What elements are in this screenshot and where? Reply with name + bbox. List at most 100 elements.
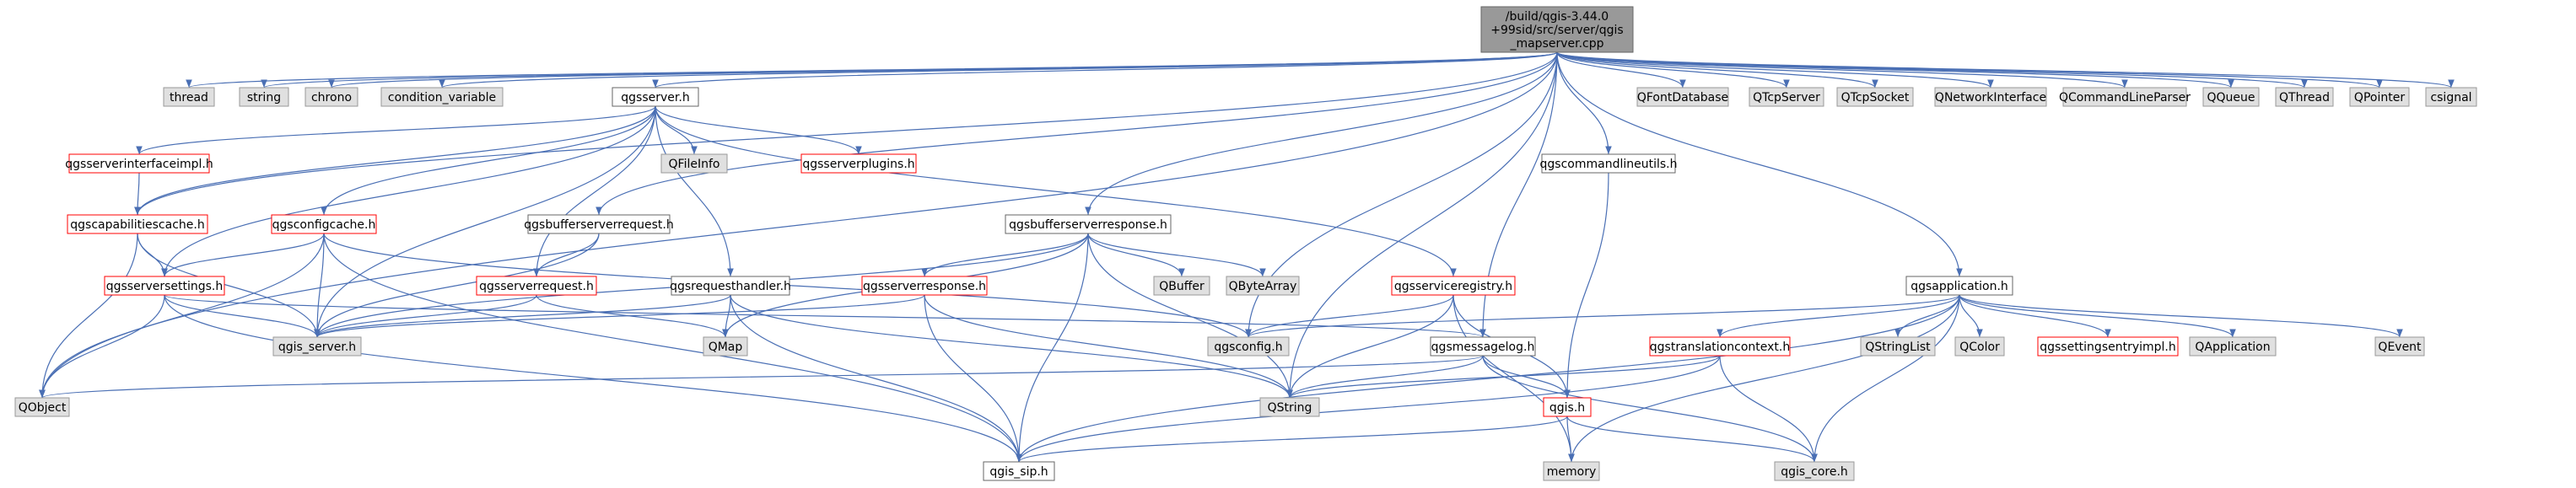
edge-qgsrequesthandler_h-to-qgis_server_h bbox=[314, 294, 731, 338]
node-label: qgsconfigcache.h bbox=[272, 218, 376, 232]
node-qgsserverresponse-h[interactable]: qgsserverresponse.h bbox=[861, 276, 988, 296]
edge-qgsconfigcache_h-to-qgsserversettings_h bbox=[161, 233, 325, 277]
edge-qgsmessagelog_h-to-qgis_core_h bbox=[1482, 355, 1818, 463]
node-box bbox=[983, 461, 1055, 481]
edge-root-to-qgsapplication_h bbox=[1556, 51, 1963, 277]
node-label: QFileInfo bbox=[669, 158, 720, 171]
edge-root-to-QString bbox=[1286, 51, 1558, 399]
node-box bbox=[1391, 276, 1516, 296]
edge-qgsserviceregistry_h-to-qgsconfig_h bbox=[1245, 294, 1454, 338]
edge-qgstranslationcontext_h-to-QString bbox=[1286, 355, 1721, 399]
node-label: QTcpSocket bbox=[1841, 91, 1910, 105]
node-qgsconfigcache-h[interactable]: qgsconfigcache.h bbox=[271, 214, 377, 234]
node-qgsserviceregistry-h[interactable]: qgsserviceregistry.h bbox=[1391, 276, 1516, 296]
node-qgscommandlineutils-h[interactable]: qgscommandlineutils.h bbox=[1540, 153, 1678, 174]
node-label: _mapserver.cpp bbox=[1509, 37, 1603, 51]
node-qgis-server-h: qgis_server.h bbox=[272, 336, 362, 357]
edge-qgsserver_h-to-qgsserverplugins_h bbox=[655, 105, 862, 155]
node-box bbox=[2189, 336, 2277, 357]
node-qgsbufferserverrequest-h[interactable]: qgsbufferserverrequest.h bbox=[524, 214, 674, 234]
node-box bbox=[800, 153, 917, 174]
edge-qgstranslationcontext_h-to-qgis_sip_h bbox=[1016, 355, 1721, 463]
node-box bbox=[271, 214, 377, 234]
node-box bbox=[67, 214, 208, 234]
node-qgsapplication-h[interactable]: qgsapplication.h bbox=[1905, 276, 2013, 296]
node-box bbox=[1543, 461, 1600, 481]
node-qgsserver-h[interactable]: qgsserver.h bbox=[612, 87, 699, 107]
node-box bbox=[304, 87, 358, 107]
node-label: qgscommandlineutils.h bbox=[1540, 158, 1678, 171]
node-label: QThread bbox=[2279, 91, 2330, 105]
node-qgis-h[interactable]: qgis.h bbox=[1543, 397, 1592, 417]
node-label: QCommandLineParser bbox=[2059, 91, 2191, 105]
node-box bbox=[1954, 336, 2005, 357]
node-qgis-sip-h[interactable]: qgis_sip.h bbox=[983, 461, 1055, 481]
node-QFontDatabase: QFontDatabase bbox=[1636, 87, 1729, 107]
node-qgsbufferserverresponse-h[interactable]: qgsbufferserverresponse.h bbox=[1005, 214, 1172, 234]
edge-qgsserversettings_h-to-QObject bbox=[39, 294, 165, 399]
node-qgstranslationcontext-h[interactable]: qgstranslationcontext.h bbox=[1649, 336, 1791, 357]
node-qgsserversettings-h[interactable]: qgsserversettings.h bbox=[104, 276, 225, 296]
edge-qgsapplication_h-to-qgssettingsentryimpl_h bbox=[1959, 294, 2111, 338]
node-QBuffer: QBuffer bbox=[1153, 276, 1210, 296]
edge-qgsmessagelog_h-to-QObject bbox=[39, 355, 1484, 399]
node-label: QNetworkInterface bbox=[1935, 91, 2046, 105]
node-qgscapabilitiescache-h[interactable]: qgscapabilitiescache.h bbox=[67, 214, 208, 234]
node-qgsserverplugins-h[interactable]: qgsserverplugins.h bbox=[800, 153, 917, 174]
edge-root-to-QCommandLineParser bbox=[1556, 51, 2128, 88]
node-label: qgis_sip.h bbox=[989, 465, 1048, 479]
node-QString: QString bbox=[1259, 397, 1320, 417]
edge-qgsserviceregistry_h-to-memory bbox=[1452, 294, 1575, 463]
node-QObject: QObject bbox=[14, 397, 70, 417]
node-label: thread bbox=[170, 91, 208, 105]
node-box bbox=[1541, 153, 1676, 174]
edge-root-to-QTcpServer bbox=[1556, 51, 1790, 88]
node-box bbox=[476, 276, 597, 296]
node-label: qgsserver.h bbox=[621, 91, 689, 105]
node-QColor: QColor bbox=[1954, 336, 2005, 357]
node-box bbox=[1430, 336, 1536, 357]
node-label: +99sid/src/server/qgis bbox=[1490, 24, 1623, 37]
node-QThread: QThread bbox=[2275, 87, 2334, 107]
edge-qgsserver_h-to-qgis_server_h bbox=[314, 105, 656, 338]
edge-qgsmessagelog_h-to-qgis_h bbox=[1482, 355, 1571, 399]
edge-root-to-qgscommandlineutils_h bbox=[1556, 51, 1612, 155]
node-qgsmessagelog-h[interactable]: qgsmessagelog.h bbox=[1430, 336, 1536, 357]
node-box bbox=[1207, 336, 1290, 357]
node-label: QBuffer bbox=[1159, 280, 1204, 293]
node-box bbox=[2062, 87, 2187, 107]
node-label: qgis_core.h bbox=[1781, 465, 1848, 479]
edge-root-to-condition_variable bbox=[439, 51, 1558, 88]
node-QCommandLineParser: QCommandLineParser bbox=[2059, 87, 2191, 107]
node-box bbox=[1905, 276, 2013, 296]
node-QTcpSocket: QTcpSocket bbox=[1836, 87, 1914, 107]
node-label: qgsbufferserverresponse.h bbox=[1009, 218, 1167, 232]
edge-qgsserver_h-to-QFileInfo bbox=[655, 105, 698, 155]
node-QPointer: QPointer bbox=[2349, 87, 2410, 107]
edge-root-to-QFontDatabase bbox=[1556, 51, 1686, 88]
edge-qgsapplication_h-to-qgis_sip_h bbox=[1016, 294, 1960, 463]
node-qgsserverrequest-h[interactable]: qgsserverrequest.h bbox=[476, 276, 597, 296]
node-label: QPointer bbox=[2354, 91, 2405, 105]
node-root[interactable]: /build/qgis-3.44.0+99sid/src/server/qgis… bbox=[1480, 6, 1634, 53]
node-qgsserverinterfaceimpl-h[interactable]: qgsserverinterfaceimpl.h bbox=[65, 153, 213, 174]
node-box bbox=[163, 87, 215, 107]
node-label: qgsconfig.h bbox=[1214, 341, 1282, 354]
node-box bbox=[104, 276, 225, 296]
node-box bbox=[703, 336, 748, 357]
node-label: QTcpServer bbox=[1753, 91, 1820, 105]
node-qgsconfig-h: qgsconfig.h bbox=[1207, 336, 1290, 357]
node-label: qgsapplication.h bbox=[1910, 280, 2008, 293]
node-box bbox=[1005, 214, 1172, 234]
node-QByteArray: QByteArray bbox=[1226, 276, 1300, 296]
edge-root-to-QQueue bbox=[1556, 51, 2234, 88]
node-label: QEvent bbox=[2378, 341, 2422, 354]
edge-qgsbufferserverresponse_h-to-QString bbox=[1087, 233, 1293, 399]
node-qgsrequesthandler-h[interactable]: qgsrequesthandler.h bbox=[670, 276, 791, 296]
node-box bbox=[239, 87, 289, 107]
node-QEvent: QEvent bbox=[2374, 336, 2425, 357]
node-box bbox=[380, 87, 504, 107]
node-qgssettingsentryimpl-h[interactable]: qgssettingsentryimpl.h bbox=[2037, 336, 2179, 357]
edge-qgsbufferserverresponse_h-to-qgsserverresponse_h bbox=[921, 233, 1089, 277]
edge-qgsserverinterfaceimpl_h-to-qgscapabilitiescache_h bbox=[134, 172, 141, 216]
